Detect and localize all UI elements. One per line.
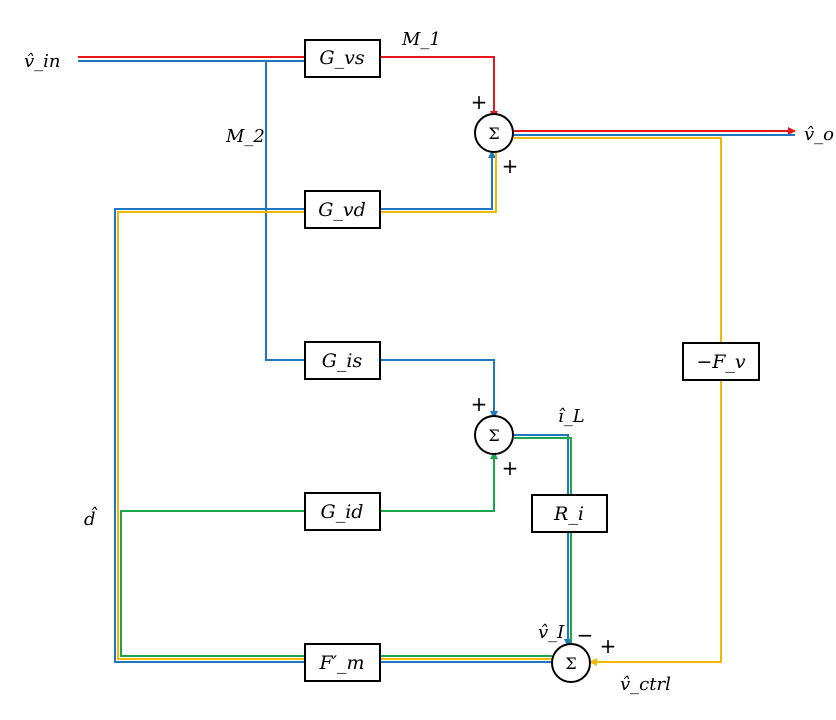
sum-output-symbol: Σ (488, 124, 499, 143)
wire-blue-gis-to-sum2 (380, 359, 498, 419)
wire-green-fm-to-gid (120, 510, 305, 657)
block-gis: G_is (304, 341, 381, 380)
block-gid-label: G_id (321, 501, 364, 523)
block-gid: G_id (304, 492, 381, 531)
signal-d-label: d̂ (84, 505, 98, 530)
sign-control-plus: + (600, 634, 617, 658)
sign-control-minus: − (577, 623, 594, 647)
sum-current-symbol: Σ (488, 426, 499, 445)
block-fv: −F_v (682, 342, 760, 381)
signal-vo-label: v̂_o (804, 124, 834, 145)
sum-junction-current: Σ (474, 415, 514, 455)
sign-output-plus-top: + (471, 90, 488, 114)
signal-vin-label: v̂_in (24, 51, 61, 72)
wire-green-sum2-to-ri (514, 437, 572, 495)
signal-vctrl-label: v̂_ctrl (620, 674, 671, 695)
wire-yellow-fm-to-gvd (117, 211, 305, 660)
block-ri: R_i (531, 494, 608, 533)
sum-junction-control: Σ (551, 643, 591, 683)
sum-control-symbol: Σ (565, 654, 576, 673)
signal-m1-label: M_1 (401, 29, 441, 50)
block-gvd: G_vd (304, 190, 381, 229)
wire-yellow-fv-to-sum3 (589, 380, 722, 666)
signal-vi-label: v̂_I (538, 622, 565, 643)
block-ri-label: R_i (553, 503, 584, 525)
wire-blue-sum2-to-ri (514, 434, 569, 495)
block-fm: F′_m (304, 643, 381, 682)
sign-current-plus-top: + (471, 392, 488, 416)
wire-yellow-sum1-to-fv (514, 137, 722, 343)
block-fv-label: −F_v (696, 351, 746, 373)
wire-blue-fm-to-d (114, 208, 305, 663)
wire-blue-gvd-to-sum1 (380, 150, 496, 210)
block-gvd-label: G_vd (318, 199, 366, 221)
sum-junction-output: Σ (474, 113, 514, 153)
block-gvs: G_vs (304, 39, 381, 78)
wire-green-gid-to-sum2 (380, 451, 498, 512)
block-gis-label: G_is (322, 350, 363, 372)
signal-m2-label: M_2 (225, 126, 265, 147)
block-gvs-label: G_vs (319, 47, 364, 69)
wire-yellow-gvd-to-sum1 (380, 151, 497, 213)
wire-red-gvs-to-sum1 (380, 56, 498, 119)
sign-current-plus-bottom: + (502, 456, 519, 480)
block-fm-label: F′_m (318, 652, 364, 674)
sign-output-plus-bottom: + (502, 154, 519, 178)
wire-blue-m2-to-gis (265, 61, 305, 361)
signal-il-label: î_L (558, 406, 585, 427)
